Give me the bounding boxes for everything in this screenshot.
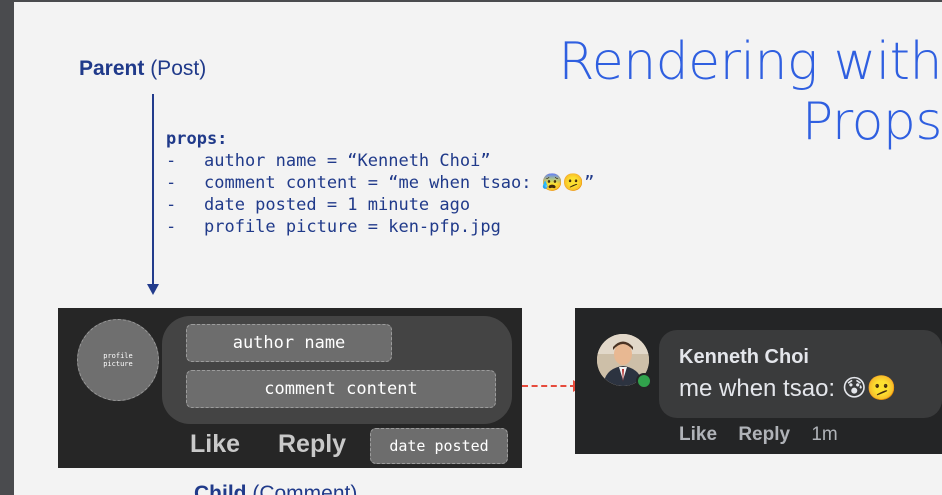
reply-button[interactable]: Reply	[738, 424, 791, 445]
slide: Rendering with Props Parent (Post) props…	[14, 2, 942, 495]
comment-actions: Like Reply 1m	[679, 424, 854, 446]
child-label-rest: (Comment)	[246, 482, 358, 495]
comment-bubble	[659, 330, 942, 418]
props-list: props: -author name = “Kenneth Choi” -co…	[166, 128, 594, 238]
author-name-placeholder: author name	[186, 324, 392, 362]
slide-title-line-2: Props	[801, 92, 942, 152]
dashed-connector	[522, 385, 576, 387]
down-arrow-line	[152, 94, 154, 288]
child-label-bold: Child	[194, 482, 247, 495]
props-item-text: profile picture = ken-pfp.jpg	[204, 217, 501, 237]
rendered-comment: Kenneth Choi me when tsao: 😰🫤 Like Reply…	[575, 308, 942, 454]
slide-title: Rendering with Props	[502, 32, 942, 152]
comment-text: me when tsao: 😰🫤	[679, 375, 897, 402]
props-item-text: comment content = “me when tsao: 😰🫤”	[204, 173, 595, 193]
slide-title-line-1: Rendering with	[558, 32, 942, 92]
profile-picture-placeholder: profile picture	[77, 319, 159, 401]
date-posted-placeholder: date posted	[370, 428, 508, 464]
parent-label-bold: Parent	[79, 57, 145, 80]
props-item-text: author name = “Kenneth Choi”	[204, 151, 491, 171]
child-comment-wireframe: profile picture author name comment cont…	[58, 308, 522, 468]
down-arrow-head-icon	[147, 284, 159, 295]
like-button[interactable]: Like	[679, 424, 718, 445]
like-label-placeholder: Like	[190, 430, 241, 458]
comment-timestamp[interactable]: 1m	[811, 424, 838, 445]
comment-content-placeholder: comment content	[186, 370, 496, 408]
props-heading: props:	[166, 129, 228, 149]
avatar[interactable]	[597, 334, 649, 386]
props-item: -date posted = 1 minute ago	[166, 195, 471, 215]
parent-label: Parent (Post)	[79, 57, 206, 81]
comment-author-name[interactable]: Kenneth Choi	[679, 346, 809, 368]
props-item: -author name = “Kenneth Choi”	[166, 151, 491, 171]
parent-label-rest: (Post)	[144, 57, 207, 80]
online-status-dot	[636, 373, 652, 389]
avatar-photo-icon	[597, 334, 649, 386]
props-item: -comment content = “me when tsao: 😰🫤”	[166, 173, 595, 193]
profile-picture-placeholder-label: profile picture	[103, 352, 133, 368]
child-label: Child (Comment)	[194, 482, 357, 495]
reply-label-placeholder: Reply	[278, 430, 347, 458]
props-item-text: date posted = 1 minute ago	[204, 195, 471, 215]
props-item: -profile picture = ken-pfp.jpg	[166, 217, 501, 237]
